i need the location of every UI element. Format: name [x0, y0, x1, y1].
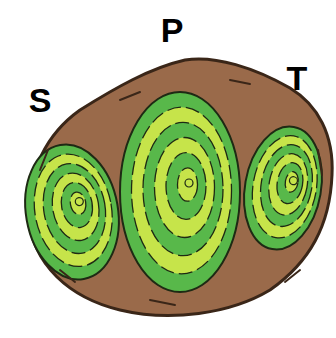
bundle-ring — [274, 161, 306, 206]
bundle — [235, 120, 331, 255]
bundle-ring — [143, 122, 223, 255]
bundle-ring — [155, 138, 215, 238]
region-label: P — [161, 11, 184, 49]
tissue-streak — [150, 300, 175, 305]
bundle-ring — [36, 159, 112, 259]
bundle-ring — [284, 171, 300, 194]
region-label: S — [29, 81, 52, 119]
bundle — [120, 92, 240, 292]
tissue-streak — [60, 270, 75, 282]
bundle-core — [185, 179, 193, 187]
tissue-streak — [230, 80, 250, 84]
bundle-ring — [69, 191, 88, 216]
bundle-ring — [166, 153, 206, 220]
bundle-core — [289, 176, 298, 185]
bundle-ring — [26, 148, 121, 273]
bundle-core — [75, 197, 84, 206]
label-holder: P — [161, 13, 184, 47]
bundle-ring — [264, 151, 312, 219]
bundle-ring — [15, 137, 129, 287]
tissue-streak — [285, 270, 300, 282]
bundle-ring — [245, 130, 325, 243]
bundle-ring — [132, 107, 232, 274]
tissue-streak — [120, 92, 140, 100]
bundle-ring — [178, 168, 198, 201]
tissue-streak — [318, 150, 322, 175]
tissue-streak — [40, 150, 48, 170]
bundle — [15, 137, 129, 287]
bundle-ring — [254, 140, 318, 230]
bundle-ring — [120, 92, 240, 292]
region-label: T — [287, 59, 308, 97]
bundle-ring — [58, 180, 96, 230]
label-holder: T — [287, 61, 308, 95]
green-bundles — [15, 92, 331, 292]
bundle-ring — [235, 120, 331, 255]
bundle-ring — [47, 169, 104, 244]
label-holder: S — [29, 83, 52, 117]
